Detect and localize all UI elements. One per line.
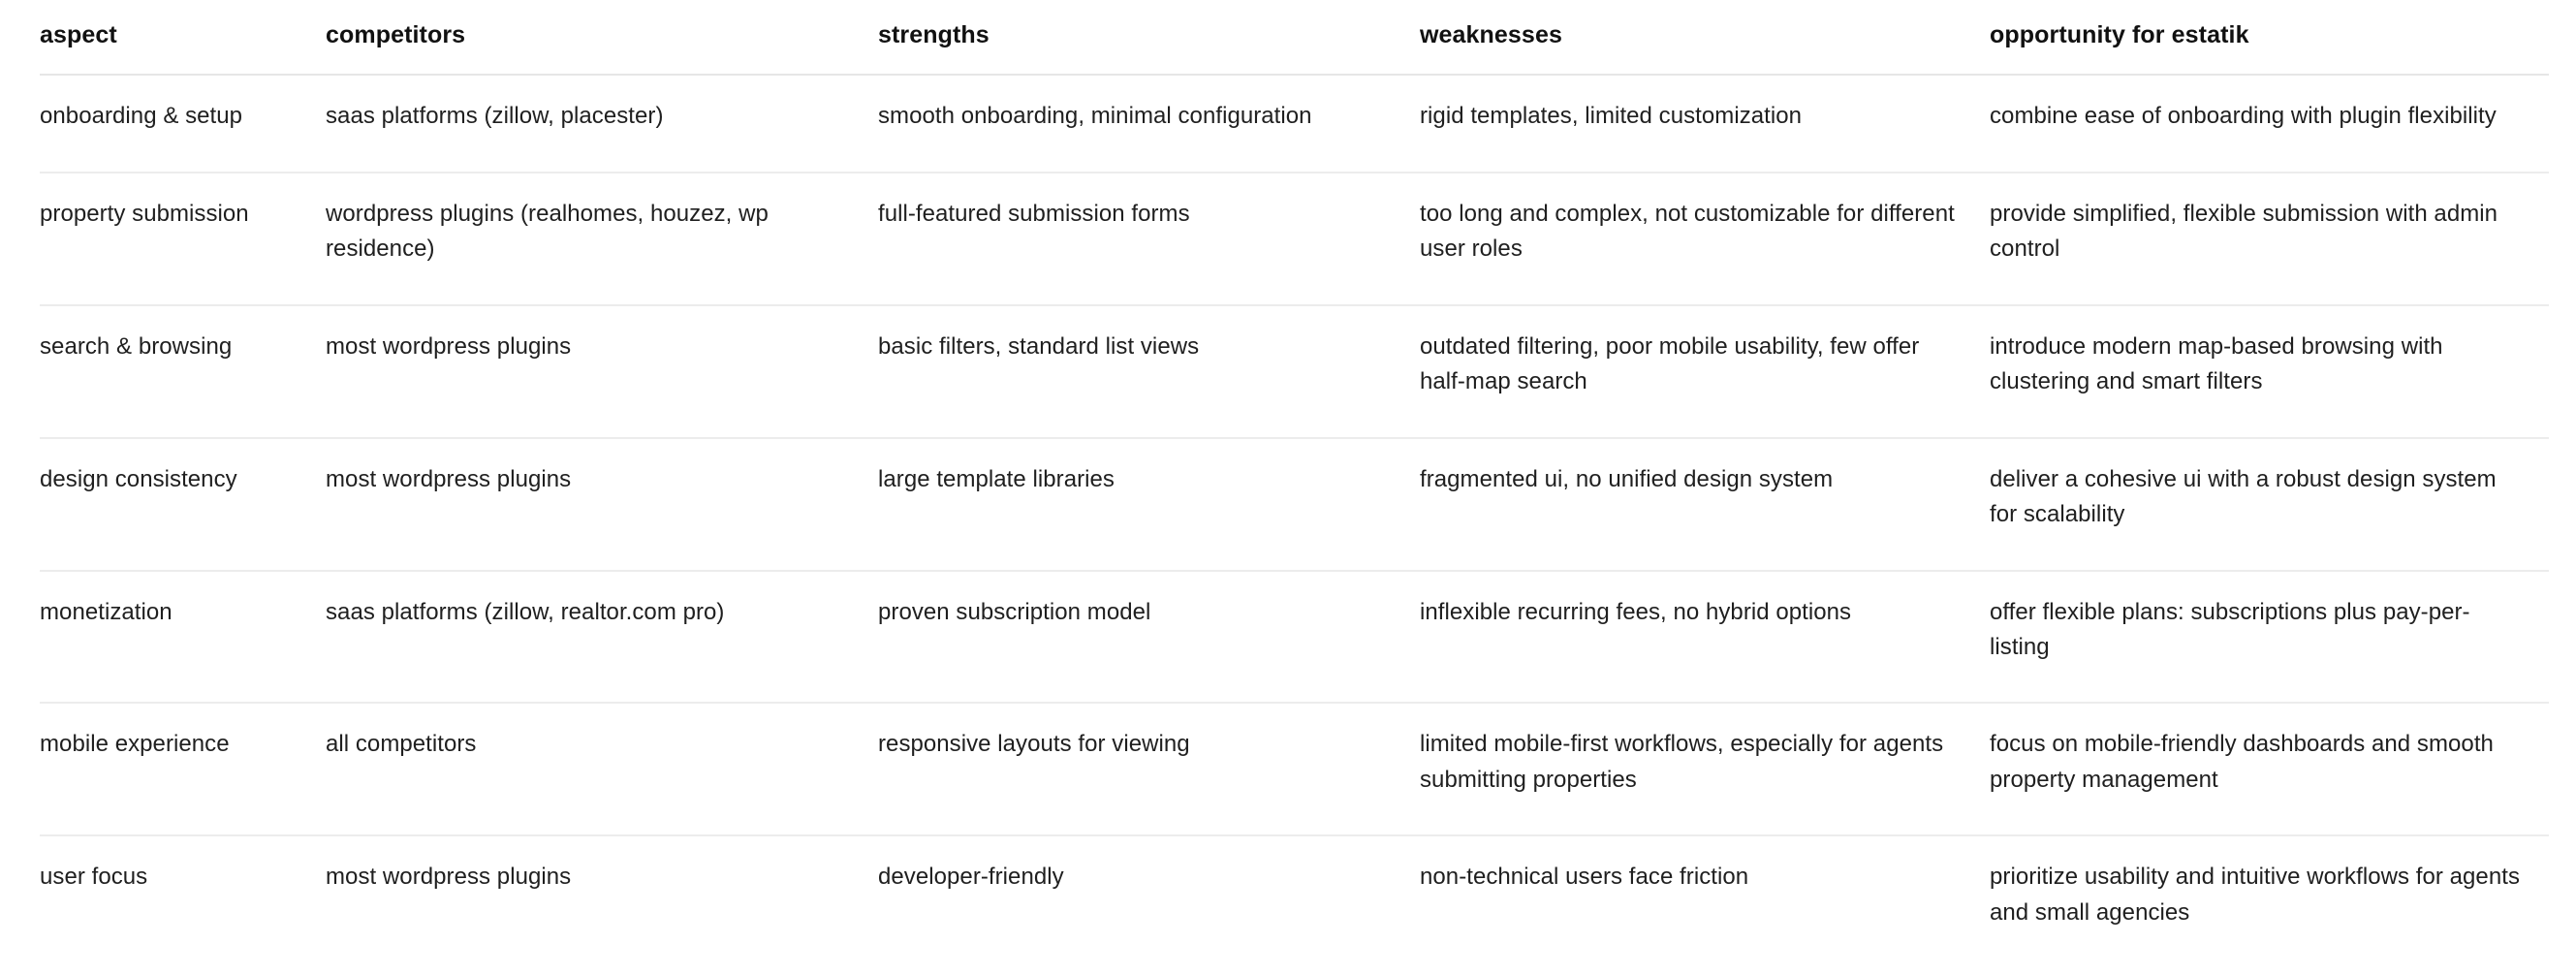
cell-opportunity: deliver a cohesive ui with a robust desi… bbox=[1990, 437, 2549, 572]
competitor-comparison-table: aspect competitors strengths weaknesses … bbox=[40, 0, 2549, 967]
cell-aspect: onboarding & setup bbox=[40, 75, 326, 173]
cell-strengths: proven subscription model bbox=[878, 570, 1420, 705]
cell-strengths: smooth onboarding, minimal configuration bbox=[878, 75, 1420, 173]
cell-aspect: design consistency bbox=[40, 437, 326, 572]
cell-opportunity: offer flexible plans: subscriptions plus… bbox=[1990, 570, 2549, 705]
cell-competitors: saas platforms (zillow, placester) bbox=[326, 75, 878, 173]
table-row: design consistency most wordpress plugin… bbox=[40, 437, 2549, 572]
cell-opportunity: introduce modern map-based browsing with… bbox=[1990, 304, 2549, 439]
cell-competitors: wordpress plugins (realhomes, houzez, wp… bbox=[326, 172, 878, 306]
cell-weaknesses: fragmented ui, no unified design system bbox=[1420, 437, 1990, 572]
cell-strengths: basic filters, standard list views bbox=[878, 304, 1420, 439]
table-row: onboarding & setup saas platforms (zillo… bbox=[40, 75, 2549, 173]
cell-weaknesses: outdated filtering, poor mobile usabilit… bbox=[1420, 304, 1990, 439]
table-row: mobile experience all competitors respon… bbox=[40, 703, 2549, 837]
cell-competitors: most wordpress plugins bbox=[326, 304, 878, 439]
column-header-strengths: strengths bbox=[878, 0, 1420, 77]
comparison-table-container: aspect competitors strengths weaknesses … bbox=[40, 0, 2549, 967]
cell-aspect: mobile experience bbox=[40, 703, 326, 837]
cell-strengths: responsive layouts for viewing bbox=[878, 703, 1420, 837]
cell-competitors: saas platforms (zillow, realtor.com pro) bbox=[326, 570, 878, 705]
cell-opportunity: focus on mobile-friendly dashboards and … bbox=[1990, 703, 2549, 837]
column-header-weaknesses: weaknesses bbox=[1420, 0, 1990, 77]
table-header-row: aspect competitors strengths weaknesses … bbox=[40, 0, 2549, 77]
cell-competitors: most wordpress plugins bbox=[326, 437, 878, 572]
table-body: onboarding & setup saas platforms (zillo… bbox=[40, 75, 2549, 967]
cell-competitors: all competitors bbox=[326, 703, 878, 837]
column-header-opportunity: opportunity for estatik bbox=[1990, 0, 2549, 77]
cell-weaknesses: limited mobile-first workflows, especial… bbox=[1420, 703, 1990, 837]
cell-weaknesses: rigid templates, limited customization bbox=[1420, 75, 1990, 173]
cell-opportunity: provide simplified, flexible submission … bbox=[1990, 172, 2549, 306]
cell-strengths: full-featured submission forms bbox=[878, 172, 1420, 306]
cell-strengths: developer-friendly bbox=[878, 864, 1064, 891]
table-row: search & browsing most wordpress plugins… bbox=[40, 304, 2549, 439]
cell-competitors: most wordpress plugins bbox=[326, 864, 572, 891]
cell-aspect: property submission bbox=[40, 172, 326, 306]
cell-opportunity: combine ease of onboarding with plugin f… bbox=[1990, 75, 2549, 173]
cell-aspect: monetization bbox=[40, 570, 326, 705]
table-row: user focus most wordpress plugins develo… bbox=[40, 835, 2549, 967]
cell-weaknesses: inflexible recurring fees, no hybrid opt… bbox=[1420, 570, 1990, 705]
cell-strengths: large template libraries bbox=[878, 437, 1420, 572]
cell-aspect: search & browsing bbox=[40, 304, 326, 439]
table-row: monetization saas platforms (zillow, rea… bbox=[40, 570, 2549, 705]
cell-aspect: user focus bbox=[40, 864, 148, 891]
cell-opportunity: prioritize usability and intuitive workf… bbox=[1990, 864, 2520, 926]
cell-weaknesses: too long and complex, not customizable f… bbox=[1420, 172, 1990, 306]
column-header-competitors: competitors bbox=[326, 0, 878, 77]
table-row: property submission wordpress plugins (r… bbox=[40, 172, 2549, 306]
table-header: aspect competitors strengths weaknesses … bbox=[40, 0, 2549, 77]
column-header-aspect: aspect bbox=[40, 0, 326, 77]
cell-weaknesses: non-technical users face friction bbox=[1420, 864, 1749, 891]
